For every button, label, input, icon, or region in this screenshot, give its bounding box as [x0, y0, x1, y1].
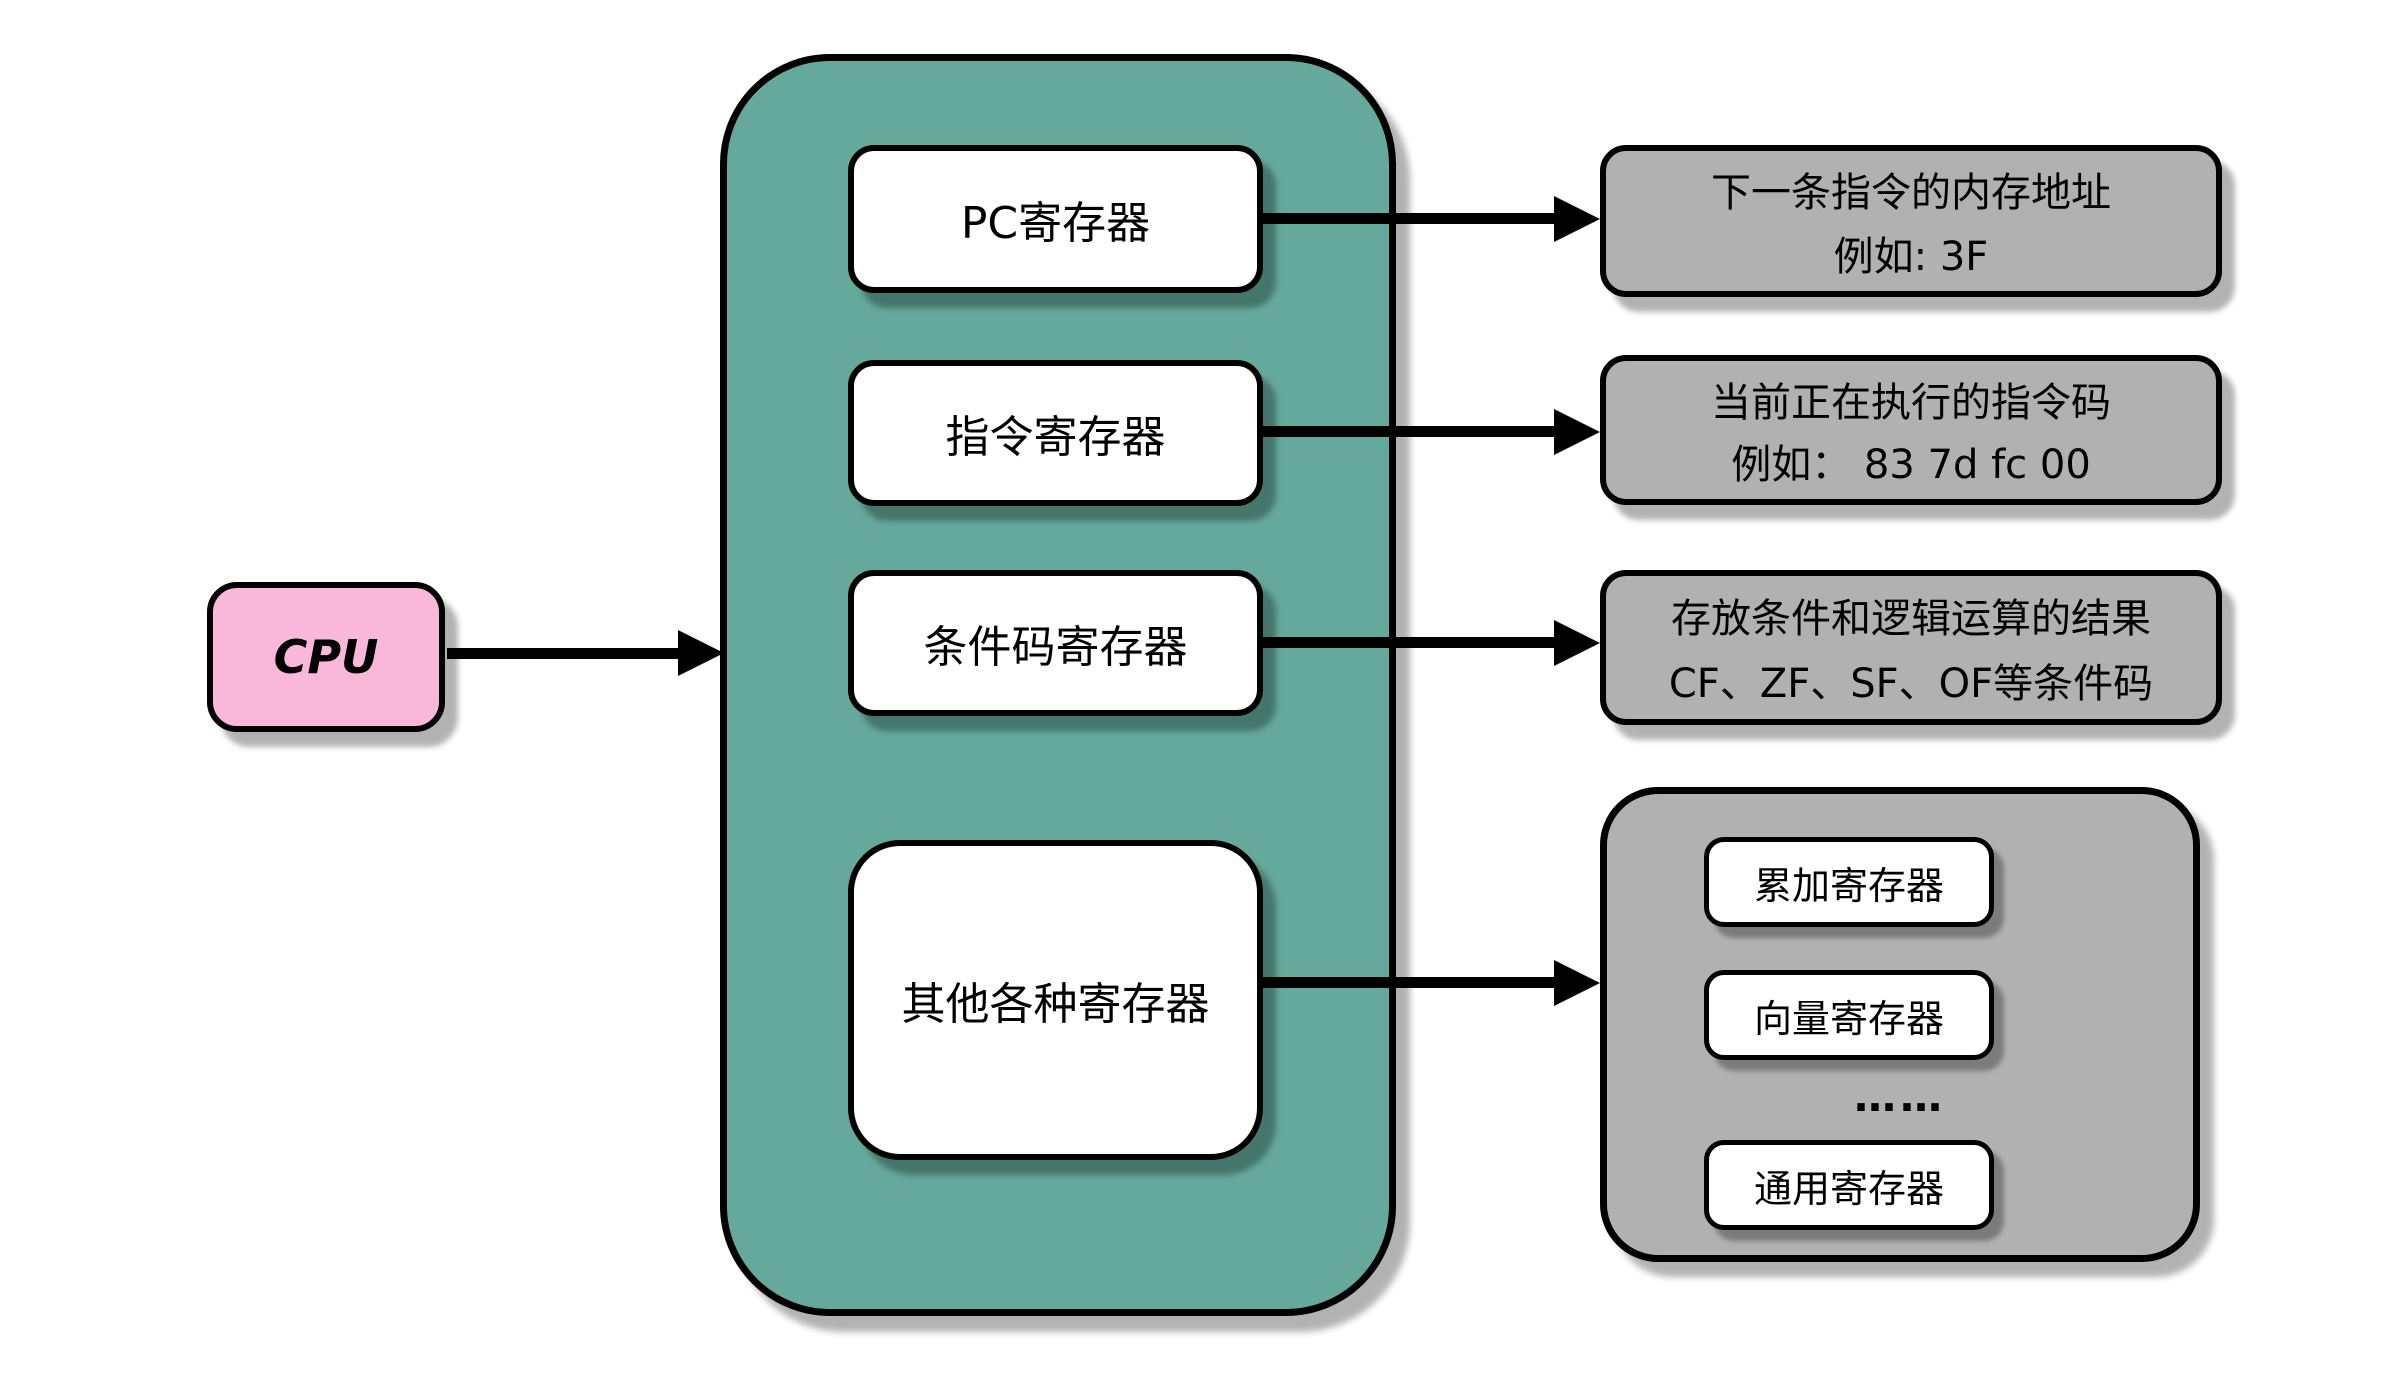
register-box-condition: 条件码寄存器 — [848, 570, 1263, 716]
register-box-pc: PC寄存器 — [848, 145, 1263, 293]
arrow-cpu-to-bank-head-icon — [678, 630, 724, 676]
annotation-box-pc: 下一条指令的内存地址 例如: 3F — [1600, 145, 2222, 297]
other-register-label-general: 通用寄存器 — [1753, 1166, 1944, 1211]
register-label-other: 其他各种寄存器 — [901, 979, 1210, 1030]
register-box-other: 其他各种寄存器 — [848, 840, 1263, 1160]
annotation-box-instruction: 当前正在执行的指令码 例如： 83 7d fc 00 — [1600, 355, 2222, 505]
annotation-pc-line1: 下一条指令的内存地址 — [1711, 170, 2111, 217]
annotation-instruction-line1: 当前正在执行的指令码 — [1711, 379, 2111, 426]
register-label-pc: PC寄存器 — [960, 198, 1151, 249]
annotation-pc-line2: 例如: 3F — [1833, 233, 1989, 280]
annotation-box-condition: 存放条件和逻辑运算的结果 CF、ZF、SF、OF等条件码 — [1600, 570, 2222, 725]
other-register-box-vector: 向量寄存器 — [1704, 970, 1994, 1060]
arrow-condition-line — [1263, 637, 1554, 648]
arrow-pc-line — [1263, 213, 1554, 224]
register-label-condition: 条件码寄存器 — [923, 622, 1188, 673]
other-register-label-accumulator: 累加寄存器 — [1753, 863, 1944, 908]
arrow-condition-head-icon — [1554, 620, 1600, 666]
cpu-label: CPU — [273, 630, 379, 684]
other-registers-group: 累加寄存器 向量寄存器 …… 通用寄存器 — [1600, 787, 2200, 1262]
annotation-condition-line1: 存放条件和逻辑运算的结果 — [1671, 596, 2151, 643]
other-register-label-vector: 向量寄存器 — [1753, 996, 1944, 1041]
arrow-pc-head-icon — [1554, 196, 1600, 242]
arrow-other-line — [1263, 977, 1554, 988]
cpu-box: CPU — [207, 582, 445, 732]
register-label-instruction: 指令寄存器 — [945, 412, 1166, 463]
annotation-instruction-line2: 例如： 83 7d fc 00 — [1731, 442, 2091, 489]
arrow-instruction-head-icon — [1554, 409, 1600, 455]
arrow-cpu-to-bank-line — [447, 648, 679, 659]
register-box-instruction: 指令寄存器 — [848, 360, 1263, 506]
annotation-condition-line2: CF、ZF、SF、OF等条件码 — [1668, 660, 2154, 707]
other-register-box-general: 通用寄存器 — [1704, 1140, 1994, 1230]
arrow-instruction-line — [1263, 426, 1554, 437]
other-registers-ellipsis: …… — [1854, 1072, 1946, 1121]
other-register-box-accumulator: 累加寄存器 — [1704, 837, 1994, 927]
arrow-other-head-icon — [1554, 960, 1600, 1006]
